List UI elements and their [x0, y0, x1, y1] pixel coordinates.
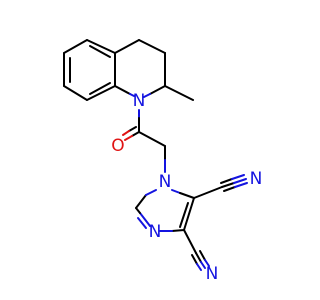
nitrile-group-1 — [193, 174, 248, 199]
nitrile-group-2 — [183, 229, 210, 271]
triple-bond — [204, 259, 210, 267]
bond — [63, 39, 88, 54]
nitrogen-atom-imidazole-1: N — [159, 172, 172, 192]
triple-bond — [223, 186, 236, 192]
triple-bond — [234, 182, 248, 188]
bond — [86, 85, 116, 101]
bond — [143, 93, 151, 98]
triple-bond — [221, 182, 235, 188]
molecule-structure-diagram: N O N N N N — [63, 39, 263, 284]
triple-bond — [233, 178, 247, 184]
bond — [135, 194, 147, 209]
triple-bond — [220, 178, 233, 184]
imidazole-ring — [135, 189, 195, 232]
triple-bond — [199, 250, 206, 261]
triple-bond — [231, 174, 245, 180]
bond — [138, 39, 166, 54]
bond — [86, 39, 116, 54]
bond — [179, 192, 195, 199]
piperidine-ring — [114, 39, 194, 101]
nitrogen-atom-nitrile-1: N — [250, 169, 263, 189]
nitrogen-atom-imidazole-3: N — [149, 222, 162, 242]
carbonyl-bond — [124, 135, 133, 141]
oxygen-atom-carbonyl: O — [111, 136, 124, 156]
bond — [129, 93, 135, 97]
bond — [137, 217, 147, 229]
bond — [138, 131, 166, 147]
methyl-bond — [164, 85, 194, 101]
nitrogen-atom-ring: N — [133, 91, 146, 111]
bond — [183, 197, 195, 231]
bond — [171, 229, 185, 232]
bond — [145, 189, 157, 196]
triple-bond — [191, 254, 198, 265]
bond — [171, 189, 181, 194]
bond — [139, 212, 151, 227]
bond — [114, 39, 140, 54]
triple-bond — [195, 252, 202, 263]
nitrogen-atom-nitrile-2: N — [206, 264, 219, 284]
bond — [63, 85, 88, 101]
benzene-ring — [63, 39, 116, 101]
double-bond-inner — [89, 82, 111, 95]
triple-bond — [196, 263, 202, 271]
carbonyl-bond-2 — [122, 130, 130, 136]
bond — [183, 229, 197, 254]
bond — [114, 85, 131, 95]
carbonyl-bond-2 — [128, 126, 137, 132]
carbonyl-bond — [131, 131, 140, 137]
bond — [149, 85, 166, 95]
bond — [193, 186, 223, 199]
bond — [135, 207, 141, 214]
double-bond-inner — [179, 202, 189, 228]
double-bond-inner — [89, 45, 111, 58]
triple-bond — [200, 261, 206, 269]
